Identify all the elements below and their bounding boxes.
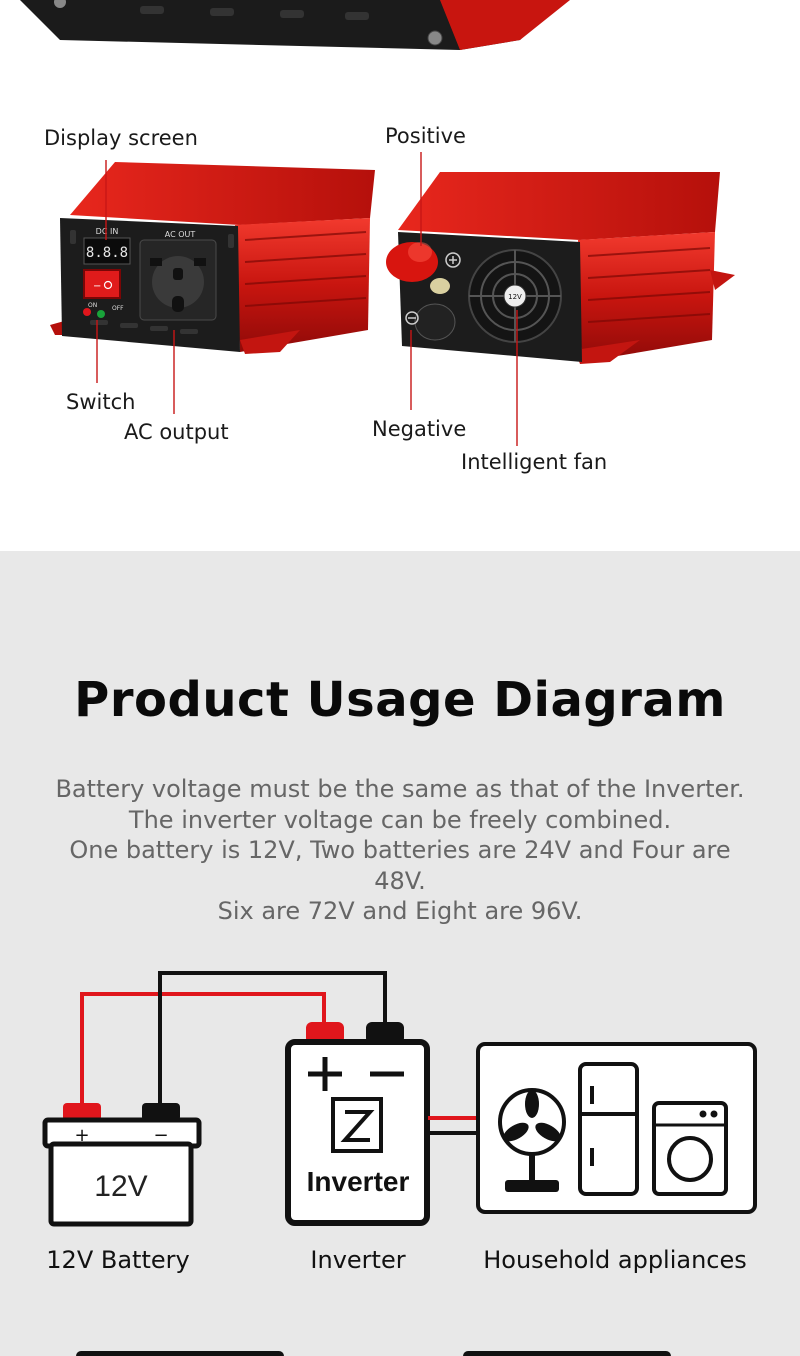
off-marking: OFF <box>112 305 124 312</box>
callout-negative: Negative <box>372 417 467 441</box>
svg-text:−: − <box>93 281 101 292</box>
description-line: One battery is 12V, Two batteries are 24… <box>69 836 731 895</box>
callout-lines <box>96 152 518 446</box>
on-marking: ON <box>88 302 97 309</box>
display-digits: 8.8.8 <box>86 245 128 261</box>
caption-battery: 12V Battery <box>46 1246 190 1274</box>
product-illustration: 8.8.8 DC IN − ON OFF AC OUT <box>20 0 735 446</box>
description-line: Battery voltage must be the same as that… <box>55 775 745 803</box>
ac-out-marking: AC OUT <box>165 230 196 239</box>
caption-inverter: Inverter <box>310 1246 406 1274</box>
callout-ac-output: AC output <box>124 420 229 444</box>
diagram-description: Battery voltage must be the same as that… <box>40 774 760 927</box>
callout-positive: Positive <box>385 124 466 148</box>
product-callout-section: 8.8.8 DC IN − ON OFF AC OUT <box>0 0 800 551</box>
callout-display-screen: Display screen <box>44 126 198 150</box>
dc-in-marking: DC IN <box>96 227 119 236</box>
inverter-front-view: 8.8.8 DC IN − ON OFF AC OUT <box>50 162 375 354</box>
description-line: The inverter voltage can be freely combi… <box>128 805 672 834</box>
description-line: Six are 72V and Eight are 96V. <box>217 897 583 925</box>
callout-switch: Switch <box>66 390 136 414</box>
top-partial-inverter <box>20 0 570 50</box>
diagram-title: Product Usage Diagram <box>74 672 726 728</box>
caption-appliances: Household appliances <box>483 1246 747 1274</box>
fan-voltage-marking: 12V <box>508 293 522 301</box>
inverter-back-view: 12V <box>386 172 735 364</box>
callout-intelligent-fan: Intelligent fan <box>461 450 608 474</box>
